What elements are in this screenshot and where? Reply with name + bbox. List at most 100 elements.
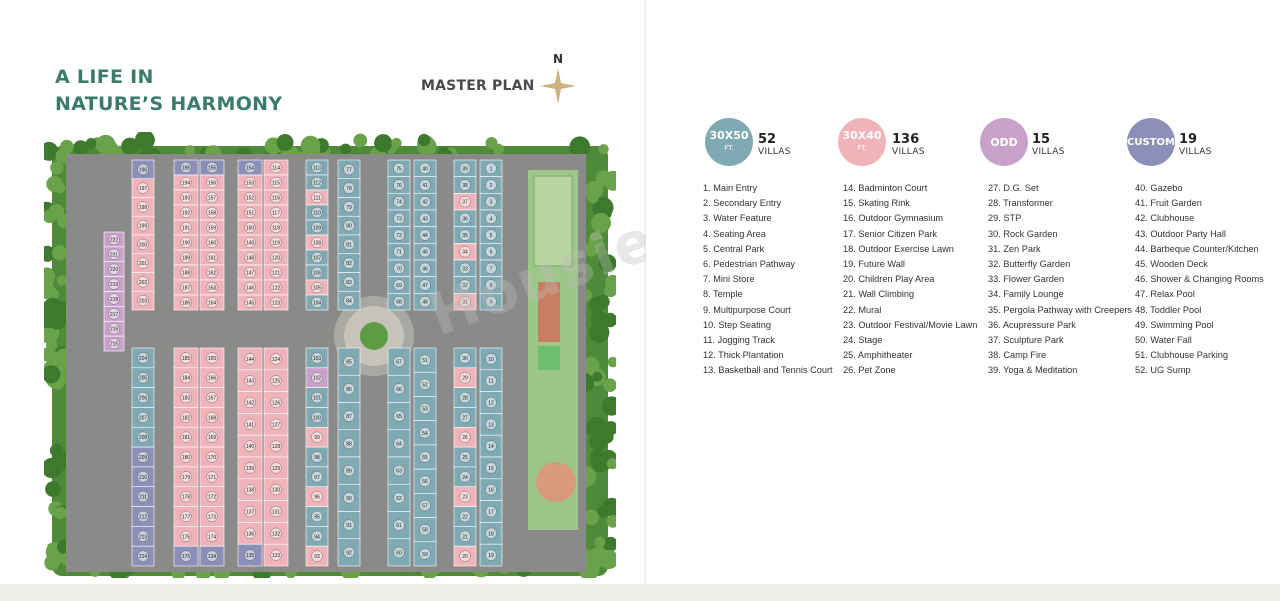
master-plan-title: MASTER PLAN — [421, 78, 535, 94]
plot-number: 34 — [462, 250, 468, 256]
plot-marker — [393, 546, 405, 558]
tree — [607, 356, 616, 368]
plot-marker — [419, 475, 431, 487]
plot-number: 17 — [488, 510, 494, 516]
plot-marker — [108, 308, 120, 320]
plot-marker — [270, 462, 282, 474]
plot-number: 1 — [490, 166, 493, 172]
plot-number: 109 — [313, 226, 322, 232]
plot-number: 160 — [208, 241, 217, 247]
plot-marker — [419, 354, 431, 366]
plot-marker — [485, 229, 497, 241]
plot-marker — [311, 206, 323, 219]
plot-number: 94 — [314, 534, 320, 540]
tree — [583, 509, 599, 526]
plot-number: 38 — [462, 183, 468, 189]
plot-number: 93 — [314, 554, 320, 560]
plot-number: 198 — [139, 205, 148, 211]
plot-marker — [419, 229, 431, 241]
plot-number: 150 — [246, 226, 255, 232]
plot-number: 205 — [139, 376, 148, 382]
plot-marker — [270, 484, 282, 496]
amenity-item: 30. Rock Garden — [988, 228, 1058, 239]
plot-number: 176 — [182, 534, 191, 540]
plot-marker — [419, 196, 431, 208]
plot-marker — [459, 246, 471, 258]
tree — [586, 416, 608, 439]
headline-line-2: NATURE’S HARMONY — [55, 93, 283, 115]
tree — [594, 536, 606, 548]
plot-marker — [343, 410, 355, 422]
plot-number: 82 — [346, 261, 352, 267]
plot-number: 136 — [246, 531, 255, 537]
amenity-item: 51. Clubhouse Parking — [1135, 350, 1228, 361]
plot-number: 54 — [422, 431, 428, 437]
plot-marker — [206, 411, 218, 423]
amenity-item: 7. Mini Store — [703, 274, 755, 285]
plot-marker — [270, 191, 282, 204]
plot-number: 218 — [110, 297, 119, 303]
plot-marker — [343, 546, 355, 558]
plot-marker — [137, 530, 149, 542]
plot-number: 84 — [346, 299, 352, 305]
plot-marker — [180, 451, 192, 463]
amenity-item: 48. Toddler Pool — [1135, 304, 1202, 315]
plot-marker — [311, 281, 323, 294]
plot-marker — [206, 451, 218, 463]
tree — [134, 132, 155, 151]
plot-marker — [206, 266, 218, 279]
tree — [492, 143, 504, 155]
plot-number: 217 — [110, 312, 119, 318]
plot-marker — [137, 372, 149, 384]
plot-number: 116 — [272, 196, 280, 202]
plot-marker — [206, 471, 218, 483]
plot-marker — [180, 491, 192, 503]
plot-marker — [393, 356, 405, 368]
plot-number: 57 — [422, 503, 428, 509]
plot-marker — [343, 238, 355, 250]
plot-marker — [270, 353, 282, 365]
plot-marker — [393, 296, 405, 308]
plot-marker — [485, 179, 497, 191]
plot-number: 59 — [422, 552, 428, 558]
plot-marker — [244, 375, 256, 387]
tree — [590, 451, 612, 473]
tree — [44, 245, 56, 262]
tree — [44, 365, 61, 384]
villa-legend: 30X50 FT. 52 VILLAS 30X40 FT. 136 VILLAS… — [646, 118, 1280, 168]
tree — [46, 339, 58, 351]
plot-marker — [270, 375, 282, 387]
plot-marker — [244, 353, 256, 365]
plot-number: 96 — [314, 495, 320, 501]
tree — [339, 143, 352, 155]
tree — [121, 137, 139, 156]
tree — [591, 212, 611, 233]
plot-number: 48 — [422, 300, 428, 306]
tree — [52, 245, 68, 261]
plot-marker — [244, 281, 256, 294]
plot-marker — [206, 221, 218, 234]
plot-marker — [180, 251, 192, 264]
plot-number: 165 — [208, 356, 217, 362]
plot-marker — [311, 550, 323, 562]
plot-number: 52 — [422, 382, 428, 388]
plot-number: 183 — [182, 396, 191, 402]
plot-marker — [137, 491, 149, 503]
plot-number: 195 — [182, 166, 191, 172]
badge-code: 30X50 — [709, 129, 749, 142]
plot-marker — [270, 281, 282, 294]
plot-number: 100 — [313, 415, 322, 421]
plot-number: 29 — [462, 376, 468, 382]
plot-marker — [244, 221, 256, 234]
amenity-item: 6. Pedestrian Pathway — [703, 258, 795, 269]
plot-number: 81 — [346, 242, 352, 248]
amenity-item: 14. Badminton Court — [843, 183, 928, 193]
plot-number: 44 — [422, 233, 428, 239]
plot-marker — [393, 212, 405, 224]
plot-marker — [459, 179, 471, 191]
tree — [45, 481, 61, 497]
plot-marker — [311, 221, 323, 234]
plot-number: 135 — [246, 553, 255, 559]
plot-marker — [206, 491, 218, 503]
amenity-item: 31. Zen Park — [988, 243, 1041, 254]
